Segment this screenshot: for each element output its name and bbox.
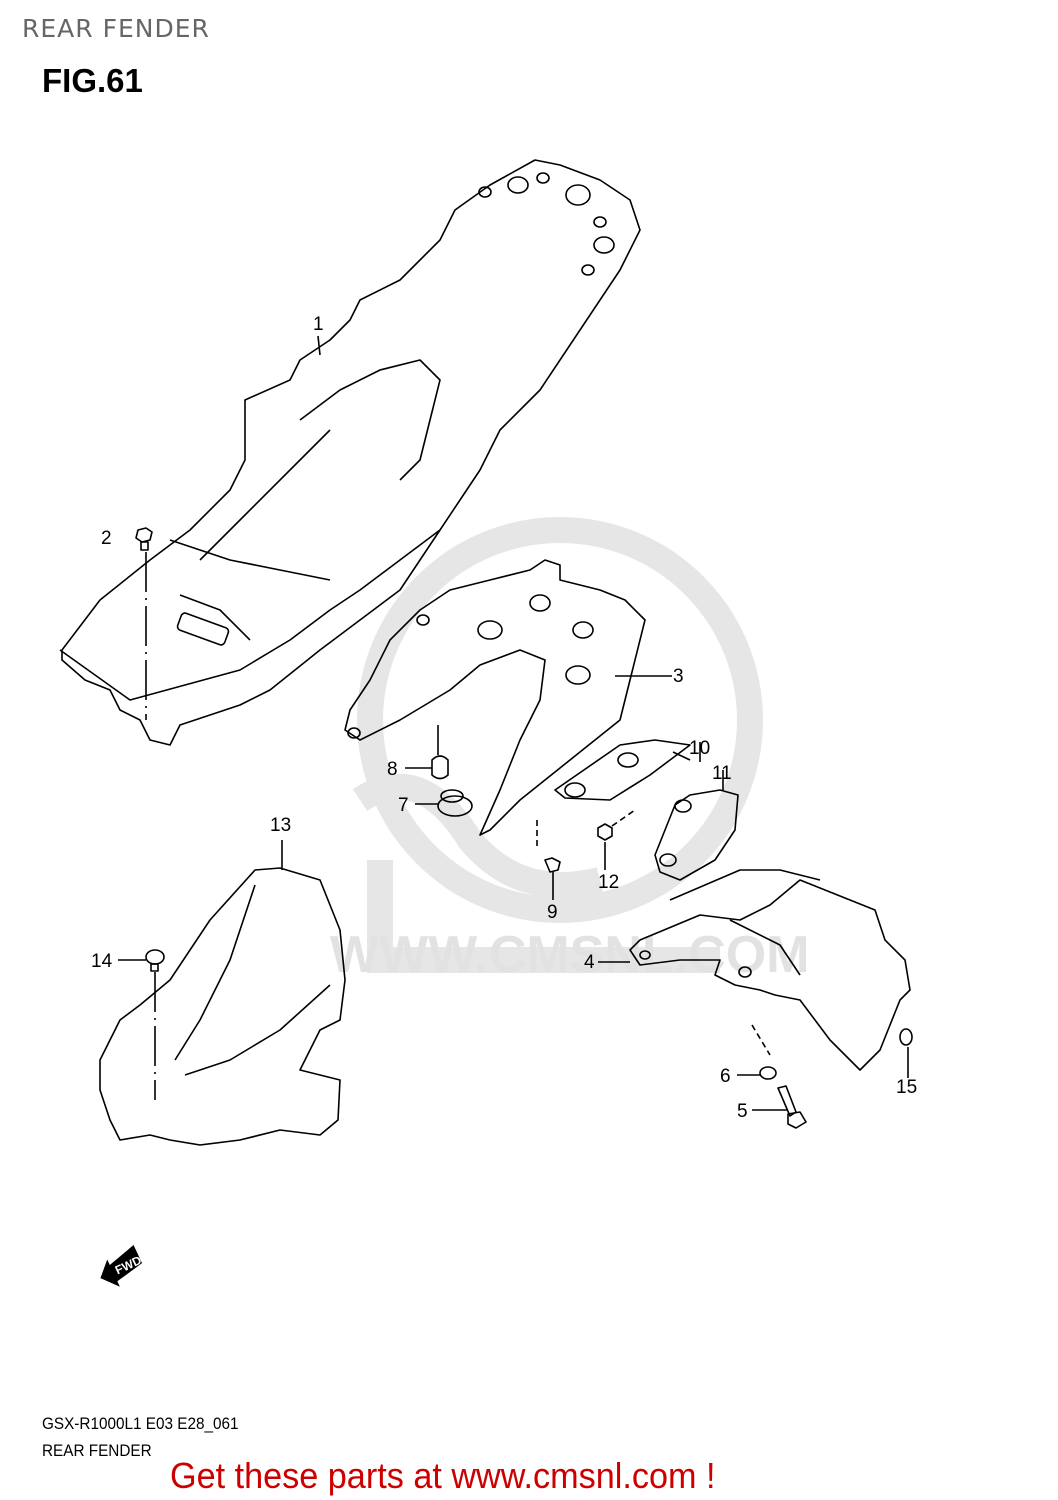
part-9-screw[interactable]	[536, 820, 561, 900]
callout-11: 11	[712, 763, 732, 784]
part-5-bolt[interactable]	[752, 1085, 807, 1129]
callout-1: 1	[313, 314, 324, 335]
callout-14: 14	[91, 951, 113, 972]
part-1-rear-fender-inner[interactable]	[59, 159, 641, 746]
callout-6: 6	[720, 1066, 731, 1087]
part-3-fender-cover[interactable]	[344, 559, 672, 836]
fwd-arrow-icon: FWD	[100, 1245, 144, 1287]
model-code: GSX-R1000L1 E03 E28_061	[42, 1414, 239, 1433]
figure-label: FIG.61	[42, 62, 143, 99]
part-12-bolt[interactable]	[597, 809, 636, 870]
part-7-grommet[interactable]	[415, 789, 473, 817]
callout-3: 3	[673, 666, 684, 687]
callout-13: 13	[270, 815, 291, 836]
callout-8: 8	[387, 759, 398, 780]
part-8-cushion[interactable]	[405, 720, 449, 780]
callout-15: 15	[896, 1077, 917, 1098]
part-15-washer[interactable]	[899, 1028, 913, 1078]
callout-2: 2	[101, 528, 112, 549]
callout-4: 4	[584, 952, 595, 973]
watermark-text: WWW.CMSNL.COM	[330, 926, 809, 984]
part-6-washer[interactable]	[737, 1066, 777, 1080]
fwd-label: FWD	[113, 1253, 144, 1277]
part-2-bolt[interactable]	[135, 527, 153, 720]
callout-10: 10	[689, 738, 710, 759]
part-4-rear-fender-lower[interactable]	[598, 869, 911, 1071]
part-10-bracket[interactable]	[554, 739, 701, 801]
callout-12: 12	[598, 872, 619, 893]
part-13-front-fender[interactable]	[99, 840, 346, 1146]
callout-7: 7	[398, 795, 409, 816]
section-title: REAR FENDER	[22, 14, 210, 43]
part-11-bracket[interactable]	[654, 770, 739, 881]
footer-section-name: REAR FENDER	[42, 1441, 152, 1460]
promo-link[interactable]: Get these parts at www.cmsnl.com !	[170, 1455, 716, 1496]
part-14-screw[interactable]	[118, 949, 165, 1100]
callout-labels: 1 2 3 4 5 6 7 8 9 10 11 12 13 14 15	[91, 314, 917, 1122]
callout-5: 5	[737, 1101, 748, 1122]
callout-9: 9	[547, 902, 558, 923]
